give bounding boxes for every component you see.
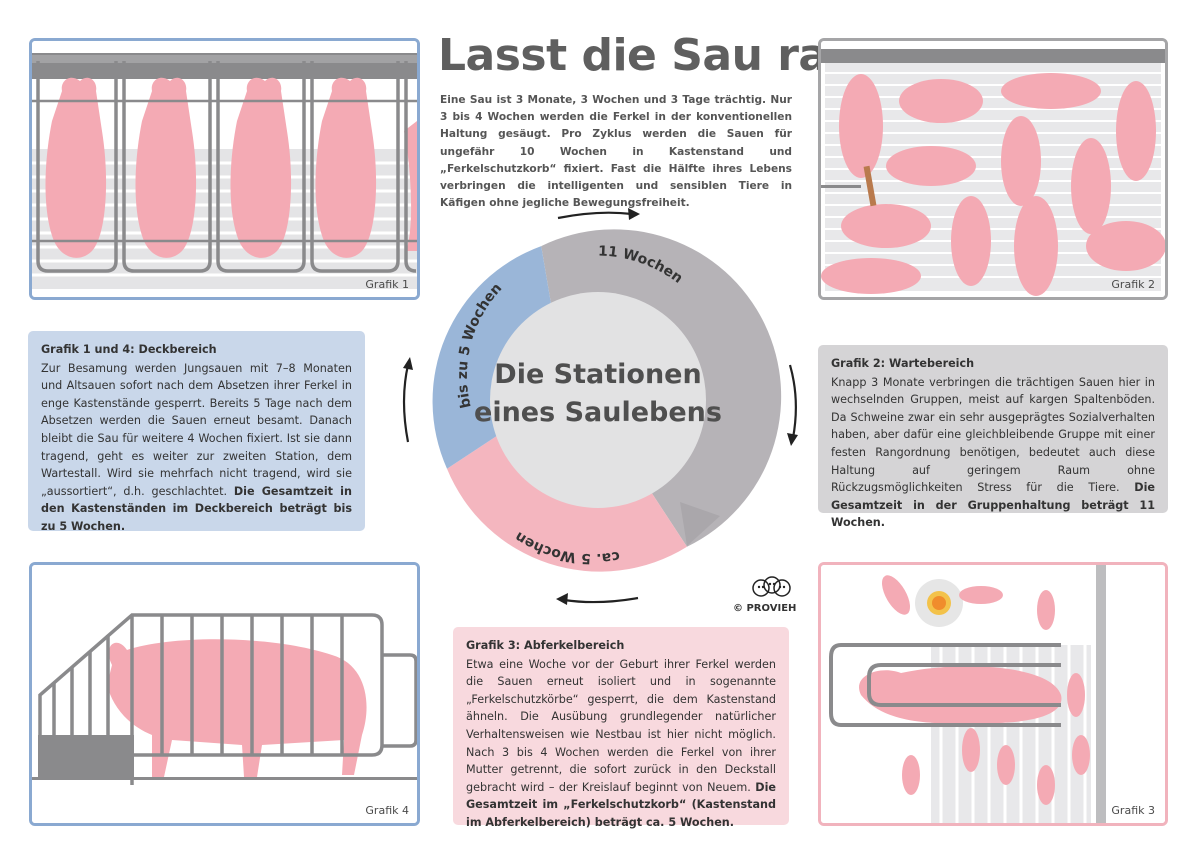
abferkelbereich-title: Grafik 3: Abferkelbereich [466,639,625,652]
gruppenhaltung-illustration [821,41,1165,297]
wartebereich-text: Knapp 3 Monate verbringen die trächtigen… [831,375,1155,495]
arrow-left [402,364,410,443]
cycle-diagram: Die Stationen eines Saulebens 11 Wochen … [402,208,798,605]
wartebereich-box: Grafik 2: Wartebereich Knapp 3 Monate ve… [818,345,1168,529]
copyright-text: © PROVIEH [733,603,797,614]
provieh-logo [752,576,791,597]
grafik-4-label: Grafik 4 [365,804,409,817]
arrow-right [788,364,797,439]
abferkelbereich-summary: Die Gesamtzeit im „Ferkelschutzkorb“ (Ka… [466,780,776,829]
wartebereich-summary: Die Gesamtzeit in der Gruppenhaltung bet… [831,481,1155,530]
grafik-2-panel: Grafik 2 [818,38,1168,300]
deckbereich-box: Grafik 1 und 4: Deckbereich Zur Besamung… [28,331,365,533]
arrow-top [557,211,633,220]
segment-bis-zu-5-wochen [432,246,556,469]
abferkelbereich-box: Grafik 3: Abferkelbereich Etwa eine Woch… [453,627,789,829]
abferkelbereich-text: Etwa eine Woche vor der Geburt ihrer Fer… [466,657,776,794]
kastenstand-side-illustration [32,565,417,823]
kastenstand-illustration [32,41,417,297]
cycle-center-line2: eines Saulebens [474,397,722,428]
grafik-4-panel: Grafik 4 [29,562,420,826]
grafik-2-label: Grafik 2 [1111,278,1155,291]
deckbereich-text: Zur Besamung werden Jungsauen mit 7–8 Mo… [41,361,352,498]
grafik-3-panel: Grafik 3 [818,562,1168,826]
grafik-1-panel: Grafik 1 [29,38,420,300]
wartebereich-title: Grafik 2: Wartebereich [831,357,975,370]
grafik-1-label: Grafik 1 [365,278,409,291]
arrow-bottom [563,596,639,604]
grafik-3-label: Grafik 3 [1111,804,1155,817]
abferkel-illustration [821,565,1165,823]
cycle-center [490,292,706,508]
deckbereich-title: Grafik 1 und 4: Deckbereich [41,343,217,356]
intro-text: Eine Sau ist 3 Monate, 3 Wochen und 3 Ta… [440,94,792,210]
deckbereich-summary: Die Gesamtzeit in den Kastenständen im D… [41,484,352,533]
cycle-center-line1: Die Stationen [494,359,701,390]
